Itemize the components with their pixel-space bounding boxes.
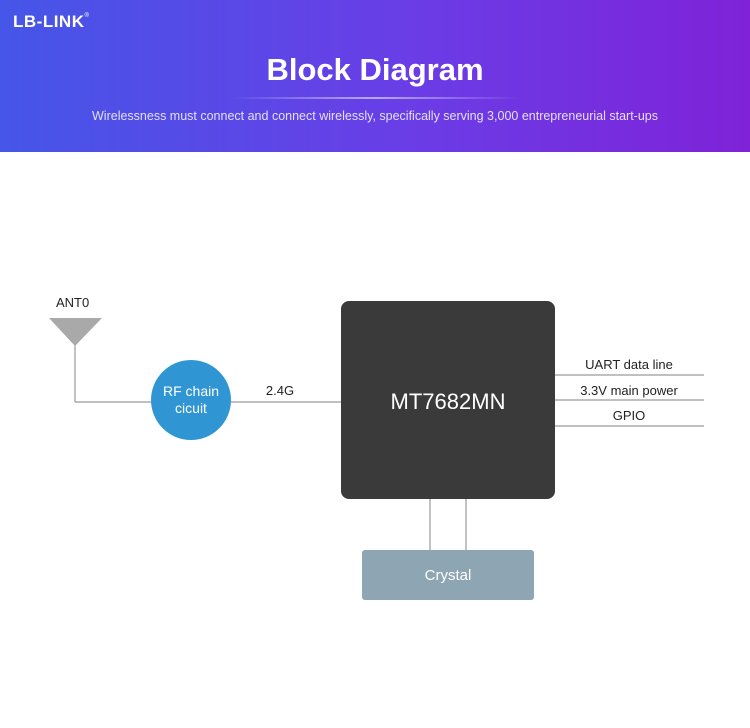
page-title: Block Diagram [266, 52, 484, 87]
registered-mark: ® [84, 13, 90, 19]
antenna-icon [49, 318, 102, 346]
logo-text: LB-LINK [13, 12, 85, 31]
rf-chain-block [151, 360, 231, 440]
interface-label-uart: UART data line [585, 357, 673, 372]
rf-block-label-line2: cicuit [175, 400, 207, 416]
link-band-label: 2.4G [266, 383, 294, 398]
brand-logo: LB-LINK® [13, 12, 89, 32]
header-banner: LB-LINK® Block Diagram Wirelessness must… [0, 0, 750, 152]
chip-block [341, 301, 555, 499]
crystal-block [362, 550, 534, 600]
interface-label-gpio: GPIO [613, 408, 646, 423]
title-divider [230, 97, 520, 99]
page-subtitle: Wirelessness must connect and connect wi… [92, 109, 658, 123]
crystal-label: Crystal [425, 567, 472, 584]
rf-block-label-line1: RF chain [163, 383, 219, 399]
antenna-label: ANT0 [56, 295, 89, 310]
chip-label: MT7682MN [391, 389, 506, 414]
interface-label-power: 3.3V main power [580, 383, 678, 398]
